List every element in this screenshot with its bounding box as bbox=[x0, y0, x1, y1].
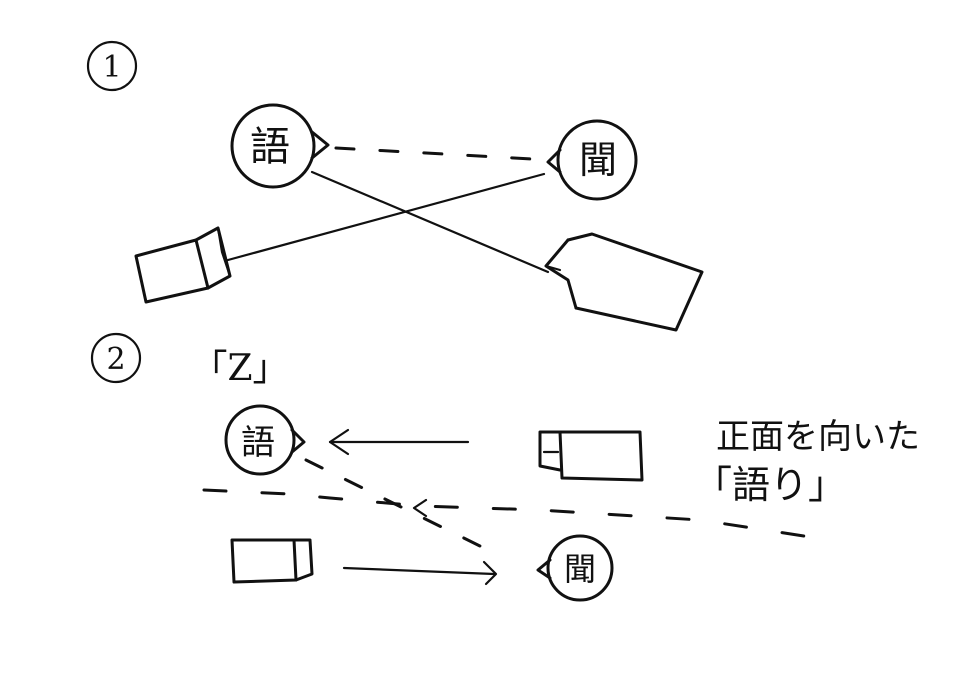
section2-note-line1: 正面を向いた bbox=[716, 417, 920, 457]
section1-listener-circle bbox=[556, 119, 638, 201]
section1-speaker-nose bbox=[310, 130, 330, 160]
section1-speaker-label: 語 bbox=[250, 124, 290, 170]
section1-camera-right bbox=[544, 232, 704, 332]
section2-speaker-nose bbox=[290, 428, 306, 454]
section2-listener-circle bbox=[546, 534, 614, 602]
section1-cam-line-a bbox=[310, 170, 550, 274]
section1-number-circle bbox=[86, 40, 138, 92]
section1-speaker-circle bbox=[230, 103, 316, 189]
section2-arrow-bottom-head bbox=[482, 560, 498, 586]
section2-eyeline bbox=[304, 458, 486, 550]
section2-camera-left bbox=[230, 538, 314, 584]
section1-eyeline bbox=[334, 146, 552, 162]
section1: 1 語 聞 bbox=[86, 40, 704, 332]
section2-number-circle bbox=[90, 332, 142, 384]
section1-listener-label: 聞 bbox=[579, 138, 617, 182]
section2-speaker-label: 語 bbox=[241, 423, 275, 463]
section1-listener-nose bbox=[546, 148, 562, 174]
section2-number: 2 bbox=[106, 342, 125, 377]
section2: 2 「Z」 語 聞 正面を bbox=[90, 332, 920, 602]
section2-note-line2: 「語り」 bbox=[694, 463, 846, 507]
section2-listener-label: 聞 bbox=[564, 550, 596, 588]
section2-axis-arrow bbox=[412, 498, 428, 518]
section1-cam-line-b bbox=[226, 172, 546, 262]
section2-speaker-circle bbox=[224, 404, 296, 476]
section2-heading: 「Z」 bbox=[191, 348, 288, 389]
section1-camera-left bbox=[134, 226, 232, 304]
section2-listener-nose bbox=[536, 558, 552, 580]
section2-arrow-top-head bbox=[328, 428, 350, 456]
section1-number: 1 bbox=[102, 50, 121, 85]
section2-arrow-bottom bbox=[342, 566, 496, 576]
section2-camera-right bbox=[538, 430, 644, 482]
